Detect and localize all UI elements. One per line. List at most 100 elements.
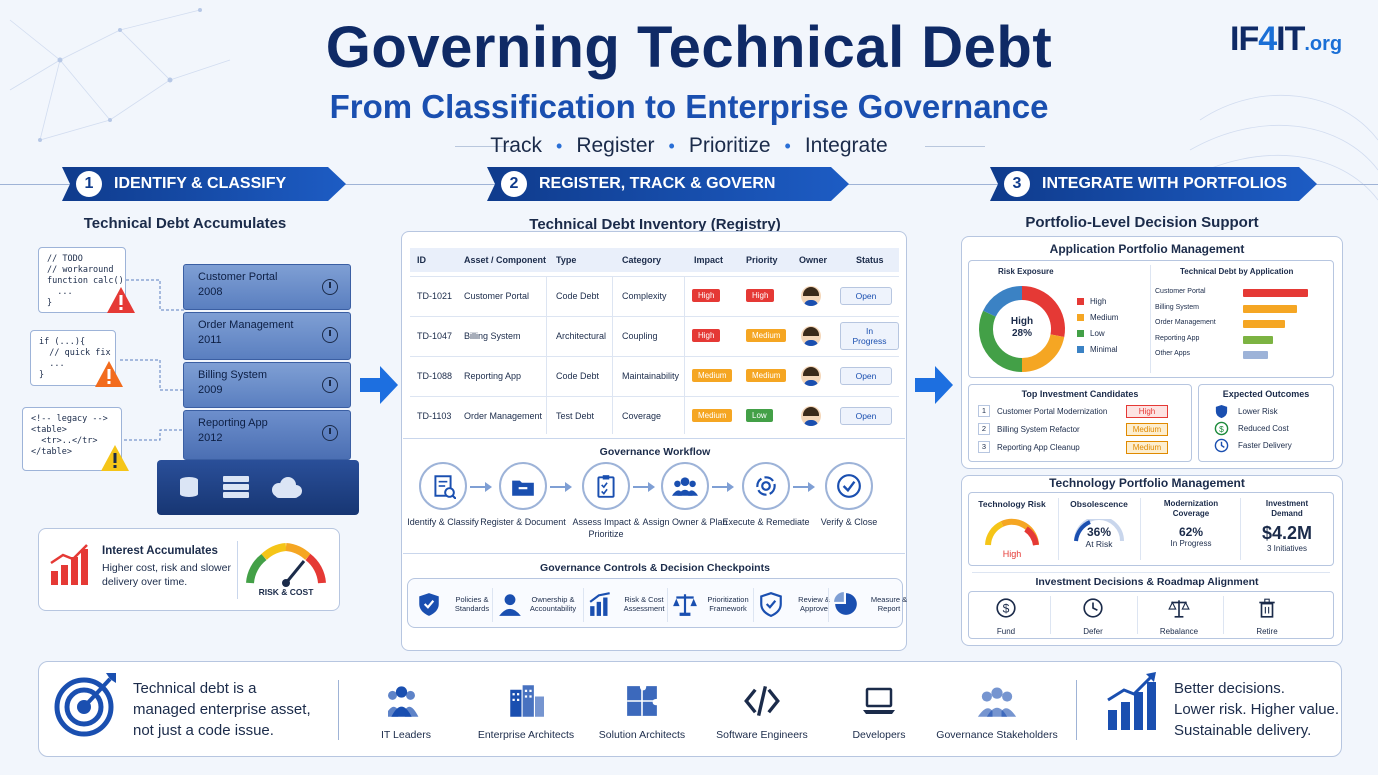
debt-app-label: Order Management bbox=[1155, 319, 1216, 326]
owner-avatar bbox=[801, 325, 821, 346]
owner-avatar bbox=[801, 285, 821, 306]
row-category: Complexity bbox=[622, 290, 667, 301]
database-icon bbox=[180, 477, 198, 497]
control-item-4[interactable]: Prioritization Framework bbox=[672, 591, 754, 617]
decision-fund[interactable]: $Fund bbox=[975, 597, 1037, 636]
debt-by-app-title: Technical Debt by Application bbox=[1180, 267, 1294, 276]
flow-arrow-icon bbox=[360, 366, 398, 404]
cloud-icon bbox=[272, 477, 302, 498]
role-label: Enterprise Architects bbox=[477, 729, 575, 741]
role-label: Developers bbox=[852, 729, 906, 741]
row-type: Code Debt bbox=[556, 290, 600, 301]
defer-clock-icon bbox=[1083, 598, 1103, 618]
interest-title: Interest Accumulates bbox=[102, 545, 218, 557]
debt-bar bbox=[1243, 304, 1297, 313]
apm-title: Application Portfolio Management bbox=[1049, 242, 1245, 256]
portfolio-heading: Portfolio-Level Decision Support bbox=[1025, 214, 1259, 231]
workflow-step-6[interactable] bbox=[825, 462, 873, 510]
control-item-5[interactable]: Review & Approve bbox=[758, 591, 840, 617]
decision-rebalance[interactable]: Rebalance bbox=[1148, 597, 1210, 636]
row-asset: Customer Portal bbox=[464, 290, 530, 301]
if4it-logo: IF4IT.org bbox=[1230, 20, 1343, 58]
table-row[interactable]: TD-1088 Reporting App Code Debt Maintain… bbox=[410, 356, 899, 394]
code-snippet-legacy: <!-- legacy --> <table> <tr>..</tr> </ta… bbox=[22, 407, 122, 471]
page-title: Governing Technical Debt bbox=[325, 15, 1053, 80]
candidate-rank: 2 bbox=[978, 423, 990, 435]
debt-bar bbox=[1243, 289, 1309, 297]
table-row[interactable]: TD-1021 Customer Portal Code Debt Comple… bbox=[410, 276, 899, 314]
decisions-title: Investment Decisions & Roadmap Alignment bbox=[1035, 576, 1259, 588]
donut-slice-high bbox=[1021, 286, 1065, 338]
row-category: Maintainability bbox=[622, 370, 680, 381]
policy-shield-icon bbox=[419, 593, 439, 616]
row-type: Test Debt bbox=[556, 410, 595, 421]
risk-gauge-icon bbox=[246, 543, 326, 587]
flow-arrow-icon bbox=[915, 366, 953, 404]
connector-lines bbox=[120, 279, 184, 441]
gauge-label: RISK & COST bbox=[258, 587, 314, 597]
priority-badge: High bbox=[746, 289, 775, 302]
target-icon bbox=[54, 673, 116, 737]
priority-badge: Medium bbox=[746, 329, 787, 342]
row-type: Architectural bbox=[556, 330, 607, 341]
row-category: Coupling bbox=[622, 330, 658, 341]
candidate-name[interactable]: Billing System Refactor bbox=[997, 425, 1080, 434]
impact-badge: Medium bbox=[692, 369, 733, 382]
col-owner: Owner bbox=[799, 255, 828, 265]
workflow-step-label: Verify & Close bbox=[820, 517, 878, 527]
control-item-6[interactable]: Measure & Report bbox=[833, 591, 915, 617]
table-row[interactable]: TD-1103 Order Management Test Debt Cover… bbox=[410, 396, 899, 434]
debt-bar bbox=[1243, 320, 1285, 328]
status-badge[interactable]: Open bbox=[840, 406, 892, 425]
candidates-title: Top Investment Candidates bbox=[1021, 389, 1139, 399]
row-id: TD-1103 bbox=[417, 410, 452, 421]
debt-bar bbox=[1243, 351, 1268, 359]
candidate-name[interactable]: Customer Portal Modernization bbox=[997, 407, 1108, 416]
footer-outcome: Better decisions. Lower risk. Higher val… bbox=[1174, 680, 1340, 739]
donut-slice-medium bbox=[1021, 334, 1065, 372]
col-category: Category bbox=[622, 255, 662, 265]
control-item-2[interactable]: Ownership & Accountability bbox=[497, 591, 579, 617]
row-id: TD-1088 bbox=[417, 370, 453, 381]
control-item-1[interactable]: Policies & Standards bbox=[416, 591, 498, 617]
decision-retire[interactable]: Retire bbox=[1236, 597, 1298, 636]
status-badge[interactable]: In Progress bbox=[840, 321, 899, 350]
stakeholders-icon bbox=[977, 687, 1017, 717]
workflow-step-label: Register & Document bbox=[480, 517, 566, 527]
candidate-level-badge: Medium bbox=[1126, 423, 1168, 436]
candidate-rank: 1 bbox=[978, 405, 990, 417]
legend-swatch bbox=[1077, 330, 1084, 337]
candidate-rank: 3 bbox=[978, 441, 990, 453]
table-row[interactable]: TD-1047 Billing System Architectural Cou… bbox=[410, 316, 899, 354]
workflow-step-2[interactable] bbox=[499, 462, 547, 510]
workflow-step-label: Execute & Remediate bbox=[722, 517, 810, 527]
legend-item: Medium bbox=[1077, 313, 1118, 322]
row-asset: Reporting App bbox=[464, 370, 522, 381]
status-badge[interactable]: Open bbox=[840, 366, 892, 385]
status-badge[interactable]: Open bbox=[840, 286, 892, 305]
svg-text:$: $ bbox=[1219, 424, 1224, 434]
interest-card: Interest Accumulates Higher cost, risk a… bbox=[38, 528, 340, 611]
workflow-step-3[interactable] bbox=[582, 462, 630, 510]
clock-icon bbox=[322, 279, 338, 295]
debt-app-label: Other Apps bbox=[1155, 350, 1191, 357]
row-asset: Order Management bbox=[464, 410, 543, 421]
clock-icon bbox=[322, 425, 338, 441]
arrow-right-icon bbox=[712, 482, 734, 492]
workflow-step-5[interactable] bbox=[742, 462, 790, 510]
tech-risk-metric: Technology Risk High bbox=[978, 499, 1046, 559]
decision-defer[interactable]: Defer bbox=[1062, 597, 1124, 636]
candidate-name[interactable]: Reporting App Cleanup bbox=[997, 443, 1080, 452]
legend-swatch bbox=[1077, 346, 1084, 353]
laptop-icon bbox=[863, 687, 895, 714]
workflow-step-4[interactable] bbox=[661, 462, 709, 510]
row-category: Coverage bbox=[622, 410, 662, 421]
row-id: TD-1021 bbox=[417, 290, 453, 301]
outcome-item: Lower Risk bbox=[1238, 407, 1278, 416]
workflow-step-1[interactable] bbox=[419, 462, 467, 510]
control-item-3[interactable]: Risk & Cost Assessment bbox=[588, 591, 670, 617]
code-snippet-todo: // TODO // workaround function calc() ..… bbox=[38, 247, 126, 313]
